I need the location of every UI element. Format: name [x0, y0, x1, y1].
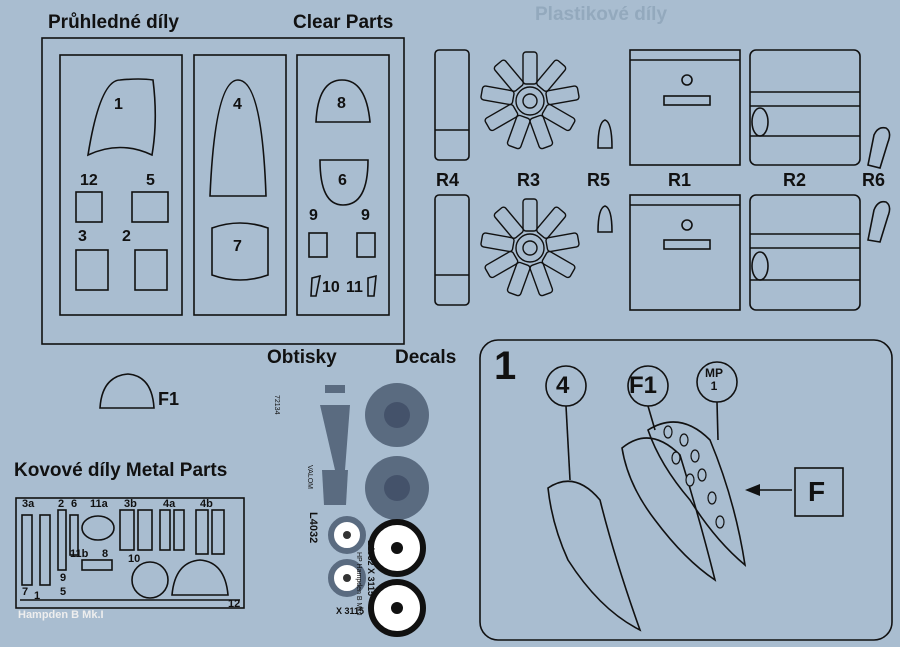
resin-part-r3-a: [479, 51, 581, 151]
metal-parts-title: Kovové díly Metal Parts: [14, 460, 228, 481]
metal-part-label: 10: [128, 553, 141, 565]
clear-part-label: 12: [80, 172, 98, 189]
resin-label: R2: [783, 170, 807, 190]
metal-part-label: 3a: [22, 498, 35, 510]
resin-label: R5: [587, 170, 611, 190]
step-part-4: [547, 480, 642, 632]
clear-part-label: 11: [346, 279, 363, 296]
decal-text: 72134: [273, 395, 280, 415]
clear-part-2: [134, 249, 168, 291]
f1-label: F1: [158, 389, 180, 409]
arrow-label-box: [794, 467, 844, 517]
clear-part-6: [319, 159, 369, 206]
clear-sprue-mid: [193, 54, 287, 316]
metal-part-label: 3b: [124, 498, 137, 510]
decal-sheet: [299, 374, 429, 637]
metal-fret-frame: [15, 497, 245, 609]
resin-part-r1-a: [629, 49, 741, 166]
arrow-label-f: F: [808, 476, 826, 507]
resin-part-r4-a: [434, 49, 470, 161]
clear-part-label: 3: [78, 228, 87, 245]
clear-part-label: 10: [322, 279, 340, 296]
clear-part-label: 9: [309, 207, 318, 224]
clear-part-11: [367, 274, 377, 297]
metal-part-label: 7: [22, 586, 29, 598]
clear-part-12: [75, 191, 103, 223]
metal-part-label: 12: [228, 598, 241, 610]
metal-part-label: 1: [34, 590, 41, 602]
resin-part-r5-a: [597, 119, 613, 149]
decal-text: X 3115: [336, 606, 365, 616]
clear-part-label: 6: [338, 172, 347, 189]
clear-part-4: [209, 79, 267, 197]
metal-part-label: 4b: [200, 498, 213, 510]
metal-part-label: 5: [60, 586, 67, 598]
decal-text: VALOM: [306, 465, 313, 489]
decal-text: L4032 X 3115: [366, 540, 376, 597]
metal-part-label: 8: [102, 548, 109, 560]
clear-sprue-left: [59, 54, 183, 316]
resin-part-r5-b: [597, 205, 613, 233]
metal-part-label: 11a: [90, 498, 108, 510]
callout-mp1: MP 1: [705, 366, 723, 393]
clear-parts-title-cz: Průhledné díly: [48, 12, 179, 33]
decals-title-cz: Obtisky: [267, 347, 337, 368]
metal-fret-footer: Hampden B Mk.I: [18, 609, 104, 621]
clear-parts-title-en: Clear Parts: [293, 12, 394, 33]
clear-part-9a: [308, 232, 328, 258]
resin-label: R6: [862, 170, 886, 190]
clear-part-label: 8: [337, 95, 346, 112]
metal-part-label: 4a: [163, 498, 176, 510]
clear-part-9b: [356, 232, 376, 258]
metal-part-label: 6: [71, 498, 78, 510]
metal-part-label: 11b: [70, 548, 89, 560]
clear-part-7: [211, 222, 269, 281]
clear-part-label: 4: [233, 96, 242, 113]
clear-part-10: [310, 274, 322, 297]
clear-part-3: [75, 249, 109, 291]
resin-part-r4-b: [434, 194, 470, 306]
clear-sprue-right: [296, 54, 390, 316]
clear-part-5: [131, 191, 169, 223]
step-part-mp1: [647, 421, 747, 567]
metal-part-label: 2: [58, 498, 65, 510]
clear-part-1: [86, 78, 157, 157]
decal-text: L4032: [307, 512, 319, 544]
resin-part-r6-b: [867, 200, 891, 243]
resin-part-r2-a: [749, 49, 861, 166]
step-box: [479, 339, 893, 641]
clear-part-label: 7: [233, 238, 242, 255]
decals-title-en: Decals: [395, 347, 457, 368]
clear-part-8: [315, 79, 371, 123]
resin-part-r6-a: [867, 126, 891, 169]
resin-label: R3: [517, 170, 541, 190]
callout-4: 4: [556, 372, 570, 399]
metal-part-label: 9: [60, 572, 67, 584]
step-part-f1: [621, 437, 717, 582]
clear-parts-frame: [41, 37, 405, 345]
clear-part-label: 2: [122, 228, 131, 245]
clear-part-label: 5: [146, 172, 155, 189]
resin-part-r2-b: [749, 194, 861, 311]
clear-part-label: 9: [361, 207, 370, 224]
resin-label: R4: [436, 170, 460, 190]
resin-part-r1-b: [629, 194, 741, 311]
plastic-parts-title: Plastikové díly: [535, 4, 668, 25]
f1-instrument-panel: [99, 373, 155, 409]
resin-part-r3-b: [479, 198, 581, 298]
step-number: 1: [494, 344, 517, 388]
callout-f1: F1: [629, 372, 658, 399]
clear-part-label: 1: [114, 96, 123, 113]
resin-label: R1: [668, 170, 692, 190]
